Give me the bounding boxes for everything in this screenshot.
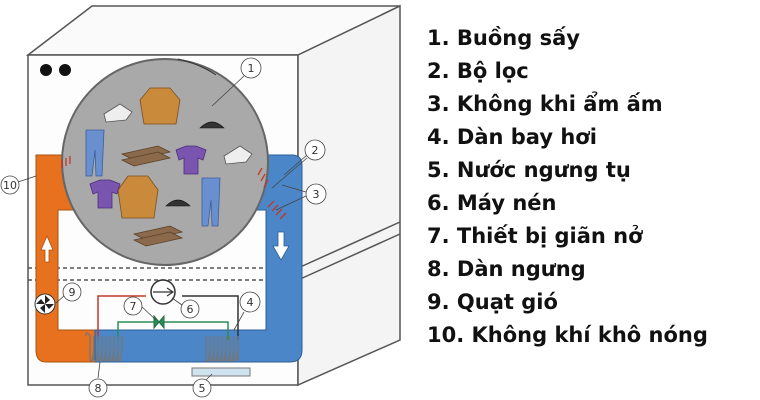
filter-mark [257,167,287,220]
filter-mark [61,156,71,168]
legend-item-fan: 9. Quạt gió [427,290,558,314]
condenser-coil [85,332,123,362]
callout-leaders [17,75,308,381]
clothes-tshirt [89,145,207,209]
legend-item-expansion-device: 7. Thiết bị giãn nở [427,224,643,248]
legend-item-condenser: 8. Dàn ngưng [427,257,586,281]
svg-text:6: 6 [187,303,194,316]
callout-3: 3 [305,183,327,205]
evaporator-coil [205,335,239,362]
svg-text:3: 3 [313,188,320,201]
svg-text:2: 2 [312,144,319,157]
callout-5: 5 [192,378,212,398]
humid-air-duct [94,154,303,363]
svg-text:8: 8 [95,382,102,395]
callout-4: 4 [239,291,261,313]
callout-7: 7 [123,296,143,316]
legend-item-hot-dry-air: 10. Không khí khô nóng [427,323,708,347]
clothes-pants [85,129,221,227]
clothes-folded [120,145,184,247]
condensate-tray [191,367,251,377]
dryer-diagram: 1 2 3 4 5 6 7 8 9 10 [0,4,401,398]
callout-8: 8 [88,378,108,398]
clothes-hat [165,121,225,207]
up-arrow-icon [40,234,54,263]
svg-text:10: 10 [3,179,17,192]
callout-9: 9 [62,282,82,302]
svg-text:7: 7 [130,300,137,313]
legend: 1. Buồng sấy 2. Bộ lọc 3. Không khi ẩm ấ… [427,22,757,352]
callout-10: 10 [0,175,20,195]
svg-text:5: 5 [199,382,206,395]
svg-text:4: 4 [247,296,254,309]
fan-icon [34,293,56,315]
clothes-coat [117,87,181,219]
expansion-valve-icon [153,314,165,330]
legend-item-drying-chamber: 1. Buồng sấy [427,26,580,50]
down-arrow-icon [272,231,290,261]
compressor-icon [150,279,176,305]
legend-item-filter: 2. Bộ lọc [427,59,529,83]
rotation-arrow-icon [177,58,217,76]
refrigerant-pipes [97,295,239,340]
legend-item-compressor: 6. Máy nén [427,191,557,215]
callout-1: 1 [240,57,262,79]
clothes-shoes [103,103,253,165]
control-knob [40,64,52,76]
control-knob [59,64,71,76]
svg-text:9: 9 [69,286,76,299]
legend-item-condensate-water: 5. Nước ngưng tụ [427,158,631,182]
svg-text:1: 1 [248,62,255,75]
legend-item-warm-humid-air: 3. Không khi ẩm ấm [427,92,663,116]
legend-item-evaporator: 4. Dàn bay hơi [427,125,597,149]
callout-6: 6 [180,299,200,319]
callout-2: 2 [304,139,326,161]
